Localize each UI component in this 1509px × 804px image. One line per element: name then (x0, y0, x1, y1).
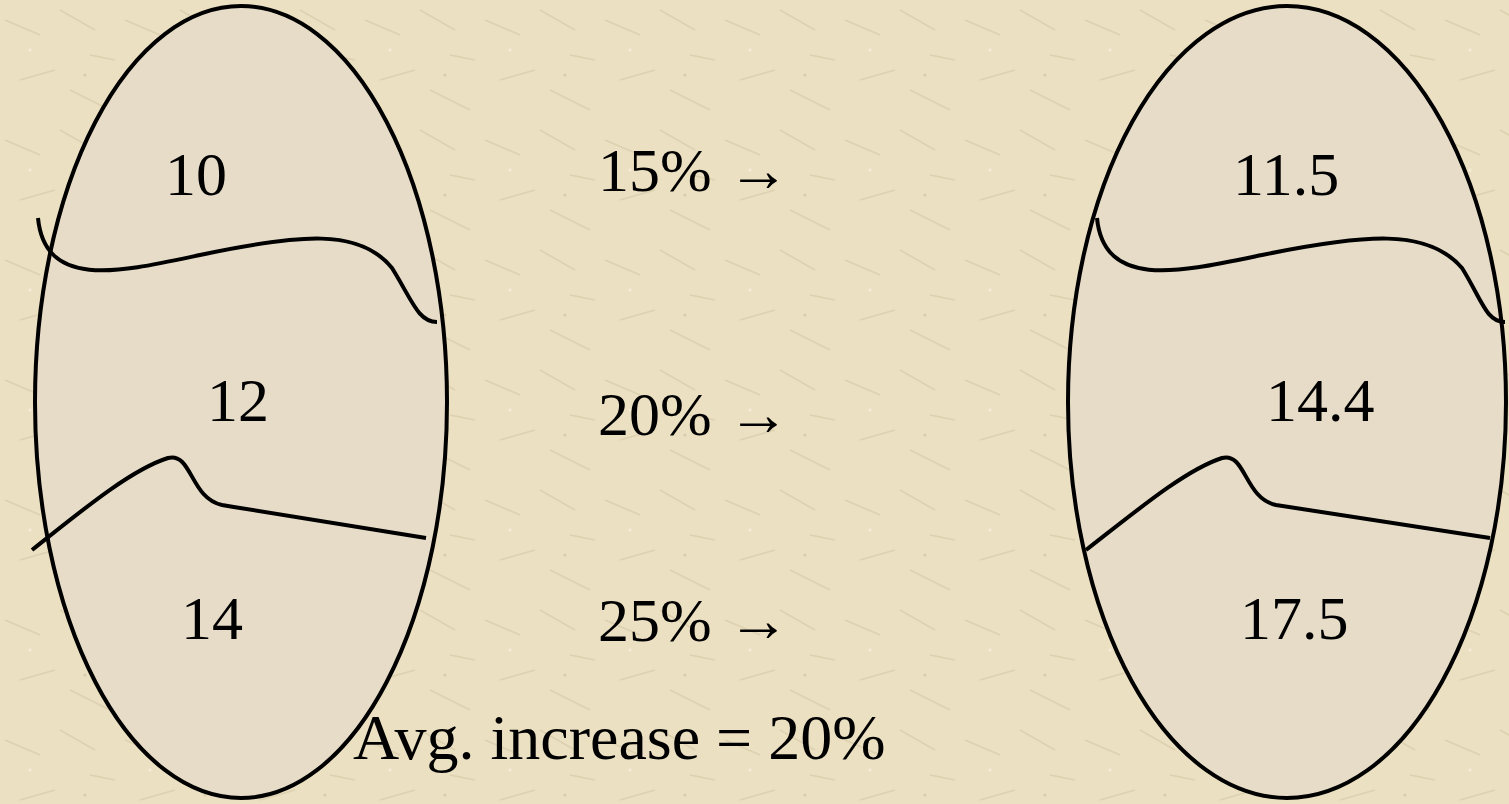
right-ellipse (1068, 6, 1506, 798)
region-value: 11.5 (1233, 140, 1340, 208)
summary-note: Avg. increase = 20% (353, 703, 886, 773)
region-value: 14.4 (1266, 366, 1375, 434)
region: 14.4 (1256, 362, 1385, 438)
left-ellipse (32, 6, 447, 798)
percent-arrow: 25% → (598, 586, 789, 654)
region: 12 (197, 362, 279, 438)
region: 11.5 (1223, 136, 1350, 212)
region: 17.5 (1230, 580, 1359, 656)
percent-arrow: 20% → (598, 380, 789, 448)
region: 10 (155, 136, 237, 212)
region: 14 (171, 580, 253, 656)
region-value: 17.5 (1240, 584, 1349, 652)
percent-arrow: 15% → (598, 136, 789, 204)
region-value: 10 (165, 140, 227, 208)
region-value: 14 (181, 584, 243, 652)
region-value: 12 (207, 366, 269, 434)
